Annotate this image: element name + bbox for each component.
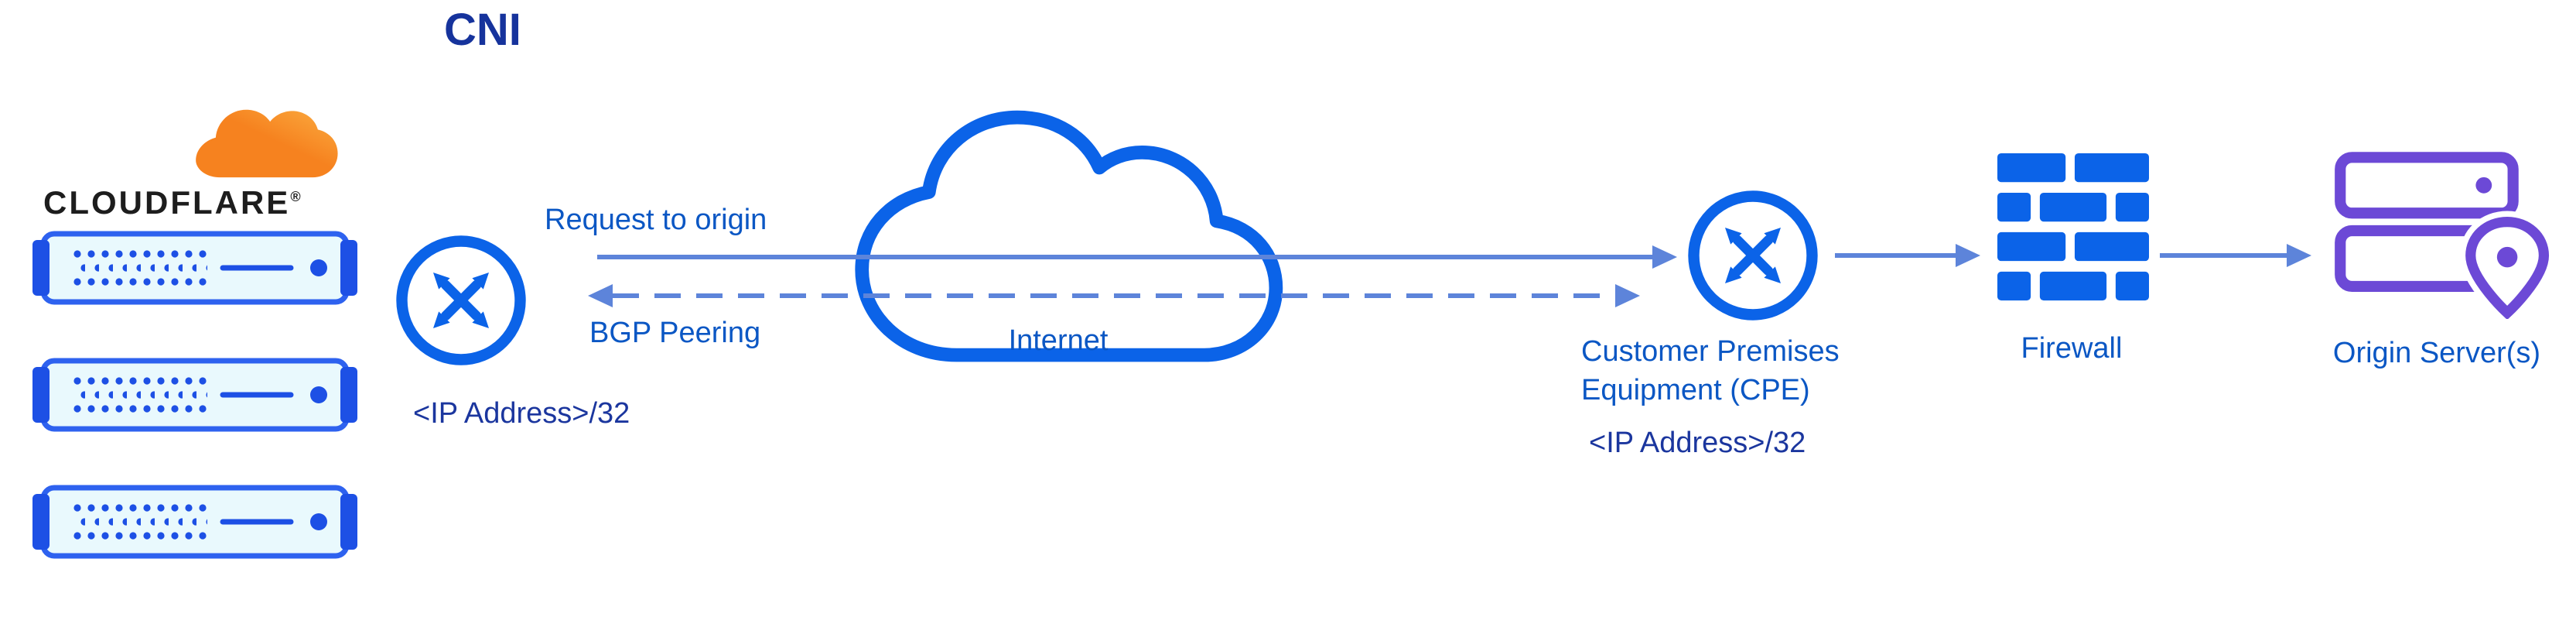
firewall-icon bbox=[1997, 153, 2149, 301]
edge-server-icon bbox=[31, 226, 359, 310]
cpe-ip-label: <IP Address>/32 bbox=[1589, 427, 1806, 460]
diagram-title: CNI bbox=[444, 6, 521, 56]
origin-server-label: Origin Server(s) bbox=[2332, 338, 2541, 370]
cloudflare-router-ip-label: <IP Address>/32 bbox=[413, 398, 630, 430]
cpe-label-line1: Customer Premises bbox=[1581, 336, 1840, 369]
cloudflare-router-icon bbox=[391, 231, 531, 370]
request-to-origin-label: Request to origin bbox=[545, 204, 767, 237]
edge-server-icon bbox=[31, 353, 359, 437]
location-pin-icon bbox=[2459, 211, 2550, 319]
edge-server-icon bbox=[31, 480, 359, 564]
cpe-router-icon bbox=[1683, 186, 1823, 325]
registered-mark: ® bbox=[290, 189, 301, 204]
wordmark-text: CLOUDFLARE bbox=[43, 186, 291, 221]
cloudflare-wordmark: CLOUDFLARE® bbox=[43, 186, 301, 223]
cloudflare-logo: CLOUDFLARE® bbox=[40, 99, 365, 238]
cloudflare-cloud-icon bbox=[196, 109, 338, 178]
internet-label: Internet bbox=[1008, 325, 1109, 358]
bgp-peering-label: BGP Peering bbox=[589, 317, 761, 350]
cpe-to-firewall-arrow bbox=[1835, 244, 1980, 267]
firewall-label: Firewall bbox=[2021, 333, 2123, 365]
origin-server-icon bbox=[2335, 152, 2550, 319]
cpe-label-line2: Equipment (CPE) bbox=[1581, 375, 1810, 407]
firewall-to-origin-arrow bbox=[2160, 244, 2311, 267]
